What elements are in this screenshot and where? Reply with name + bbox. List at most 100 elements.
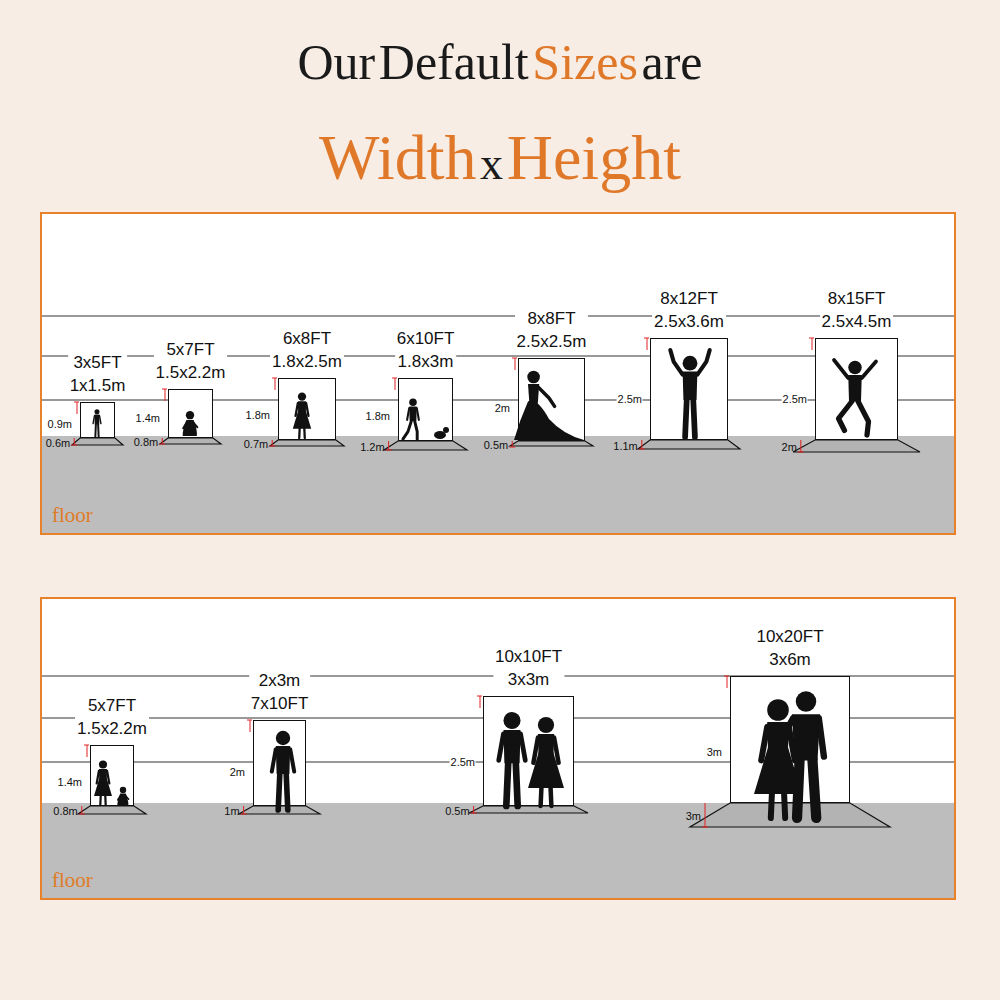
- dimension-label: 0.8m: [52, 805, 78, 818]
- size-text: 8x8FT: [515, 307, 589, 330]
- limb: [839, 401, 853, 430]
- size-heading: 10x20FT3x6m: [754, 625, 825, 671]
- dimension-label: 2.5m: [617, 393, 643, 406]
- body: [503, 730, 520, 763]
- size-text: 1.5x2.2m: [154, 361, 228, 384]
- limb: [298, 428, 301, 438]
- body: [276, 746, 290, 774]
- backdrop-box: 10x20FT3x6m: [730, 676, 850, 803]
- head: [538, 717, 554, 733]
- size-heading: 6x8FT1.8x2.5m: [270, 327, 344, 373]
- limb: [303, 428, 306, 438]
- head: [409, 398, 417, 406]
- height-tick: [162, 389, 167, 401]
- body: [683, 371, 698, 400]
- size-text: 1.5x2.2m: [75, 717, 149, 740]
- silhouette: [834, 360, 876, 435]
- size-heading: 5x7FT1.5x2.2m: [154, 338, 228, 384]
- silhouette: [272, 731, 294, 810]
- height-tick: [644, 338, 649, 350]
- silhouette: [403, 398, 419, 439]
- head: [99, 760, 107, 768]
- height-tick: [84, 745, 89, 757]
- depth-tick: [79, 806, 85, 814]
- limb: [286, 774, 288, 810]
- title-word: Height: [507, 122, 681, 193]
- floor-mat: [72, 438, 123, 445]
- silhouette: [293, 392, 311, 438]
- title-word: are: [642, 34, 703, 90]
- size-text: 2x3m: [249, 669, 311, 692]
- dimension-label: 1.1m: [612, 439, 638, 452]
- dimension-label: 2.5m: [450, 756, 476, 769]
- dog-head: [443, 427, 449, 433]
- size-text: 2.5x3.6m: [652, 310, 726, 333]
- limb: [697, 350, 709, 375]
- depth-tick: [702, 803, 708, 827]
- limb: [415, 421, 418, 439]
- floor-label: floor: [52, 503, 93, 527]
- limb: [94, 424, 97, 437]
- floor-mat: [510, 441, 593, 446]
- limb: [99, 795, 102, 805]
- floor-mat: [384, 441, 467, 450]
- size-text: 10x20FT: [754, 625, 825, 648]
- limb: [183, 423, 186, 428]
- floor-mat: [469, 806, 588, 813]
- backdrop-box: 6x10FT1.8x3m: [398, 378, 453, 441]
- backdrop-box: 3x5FT1x1.5m: [80, 402, 115, 438]
- head: [120, 787, 126, 793]
- limb: [118, 796, 120, 800]
- head: [276, 731, 290, 745]
- limb: [97, 771, 99, 784]
- size-text: 8x15FT: [820, 287, 894, 310]
- depth-tick: [471, 806, 477, 813]
- limb: [100, 416, 101, 424]
- size-text: 1x1.5m: [68, 374, 128, 397]
- title-space: [529, 66, 533, 82]
- limb: [296, 403, 298, 416]
- depth-tick: [71, 438, 77, 445]
- backdrop-box: 6x8FT1.8x2.5m: [278, 378, 336, 440]
- title-space: [503, 166, 507, 182]
- dimension-label: 0.5m: [483, 439, 509, 452]
- size-heading: 5x7FT1.5x2.2m: [75, 694, 149, 740]
- body: [94, 415, 99, 425]
- backdrop-box: 10x10FT3x3m: [483, 696, 574, 806]
- head: [848, 361, 862, 375]
- size-text: 6x8FT: [270, 327, 344, 350]
- limb: [784, 792, 785, 818]
- limb: [97, 424, 100, 437]
- dimension-label: 0.7m: [243, 438, 269, 451]
- head: [94, 409, 99, 414]
- backdrop-fill: [730, 676, 850, 803]
- limb: [107, 771, 109, 784]
- head: [796, 691, 816, 711]
- limb: [538, 387, 555, 407]
- silhouette: [670, 350, 709, 437]
- backdrop-fill: [90, 745, 134, 806]
- silhouette: [94, 760, 112, 805]
- dimension-label: 1.4m: [57, 775, 83, 788]
- limb: [126, 796, 129, 799]
- body: [409, 406, 417, 421]
- dimension-label: 1.2m: [359, 440, 385, 453]
- silhouette: [754, 699, 802, 818]
- height-tick: [272, 378, 277, 390]
- title-space: [477, 166, 481, 182]
- size-heading: 2x3m7x10FT: [249, 669, 311, 715]
- depth-tick: [241, 806, 247, 814]
- backdrop-box: 5x7FT1.5x2.2m: [90, 745, 134, 806]
- dimension-label: 0.9m: [47, 417, 73, 430]
- silhouette: [183, 411, 198, 436]
- silhouette: [773, 691, 824, 818]
- limb: [858, 401, 869, 435]
- dimension-label: 0.6m: [45, 436, 71, 449]
- dimension-label: 1.8m: [245, 409, 271, 422]
- height-tick: [809, 338, 814, 350]
- limb: [693, 400, 695, 437]
- body: [183, 420, 197, 436]
- height-tick: [724, 676, 729, 688]
- silhouette: [93, 409, 101, 437]
